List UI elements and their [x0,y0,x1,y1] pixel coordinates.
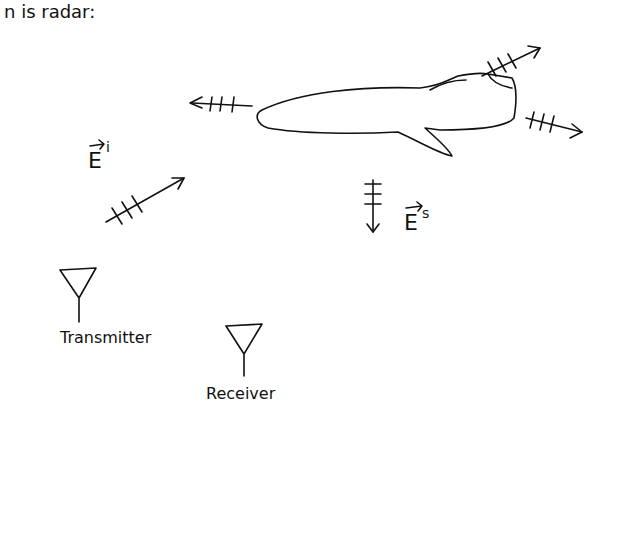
scattered-wave [365,180,381,232]
antenna-symbol [226,324,262,376]
field-symbol: E [404,212,418,234]
field-superscript: s [422,206,429,220]
antenna-label: Transmitter [60,330,151,346]
airplane-wing [430,80,466,90]
heading-text: n is radar: [4,3,95,21]
vector-arrow [406,202,422,211]
airplane [257,73,516,156]
field-symbol: E [88,150,102,172]
scattered-wave [526,112,582,138]
incident-wave [106,178,184,224]
scattered-wave [190,97,252,112]
scattered-wave [482,46,540,76]
antenna-symbol [60,268,96,322]
field-superscript: i [106,140,110,154]
vector-arrow [90,140,104,149]
airplane-tail [488,74,512,88]
antenna-label: Receiver [206,386,275,402]
